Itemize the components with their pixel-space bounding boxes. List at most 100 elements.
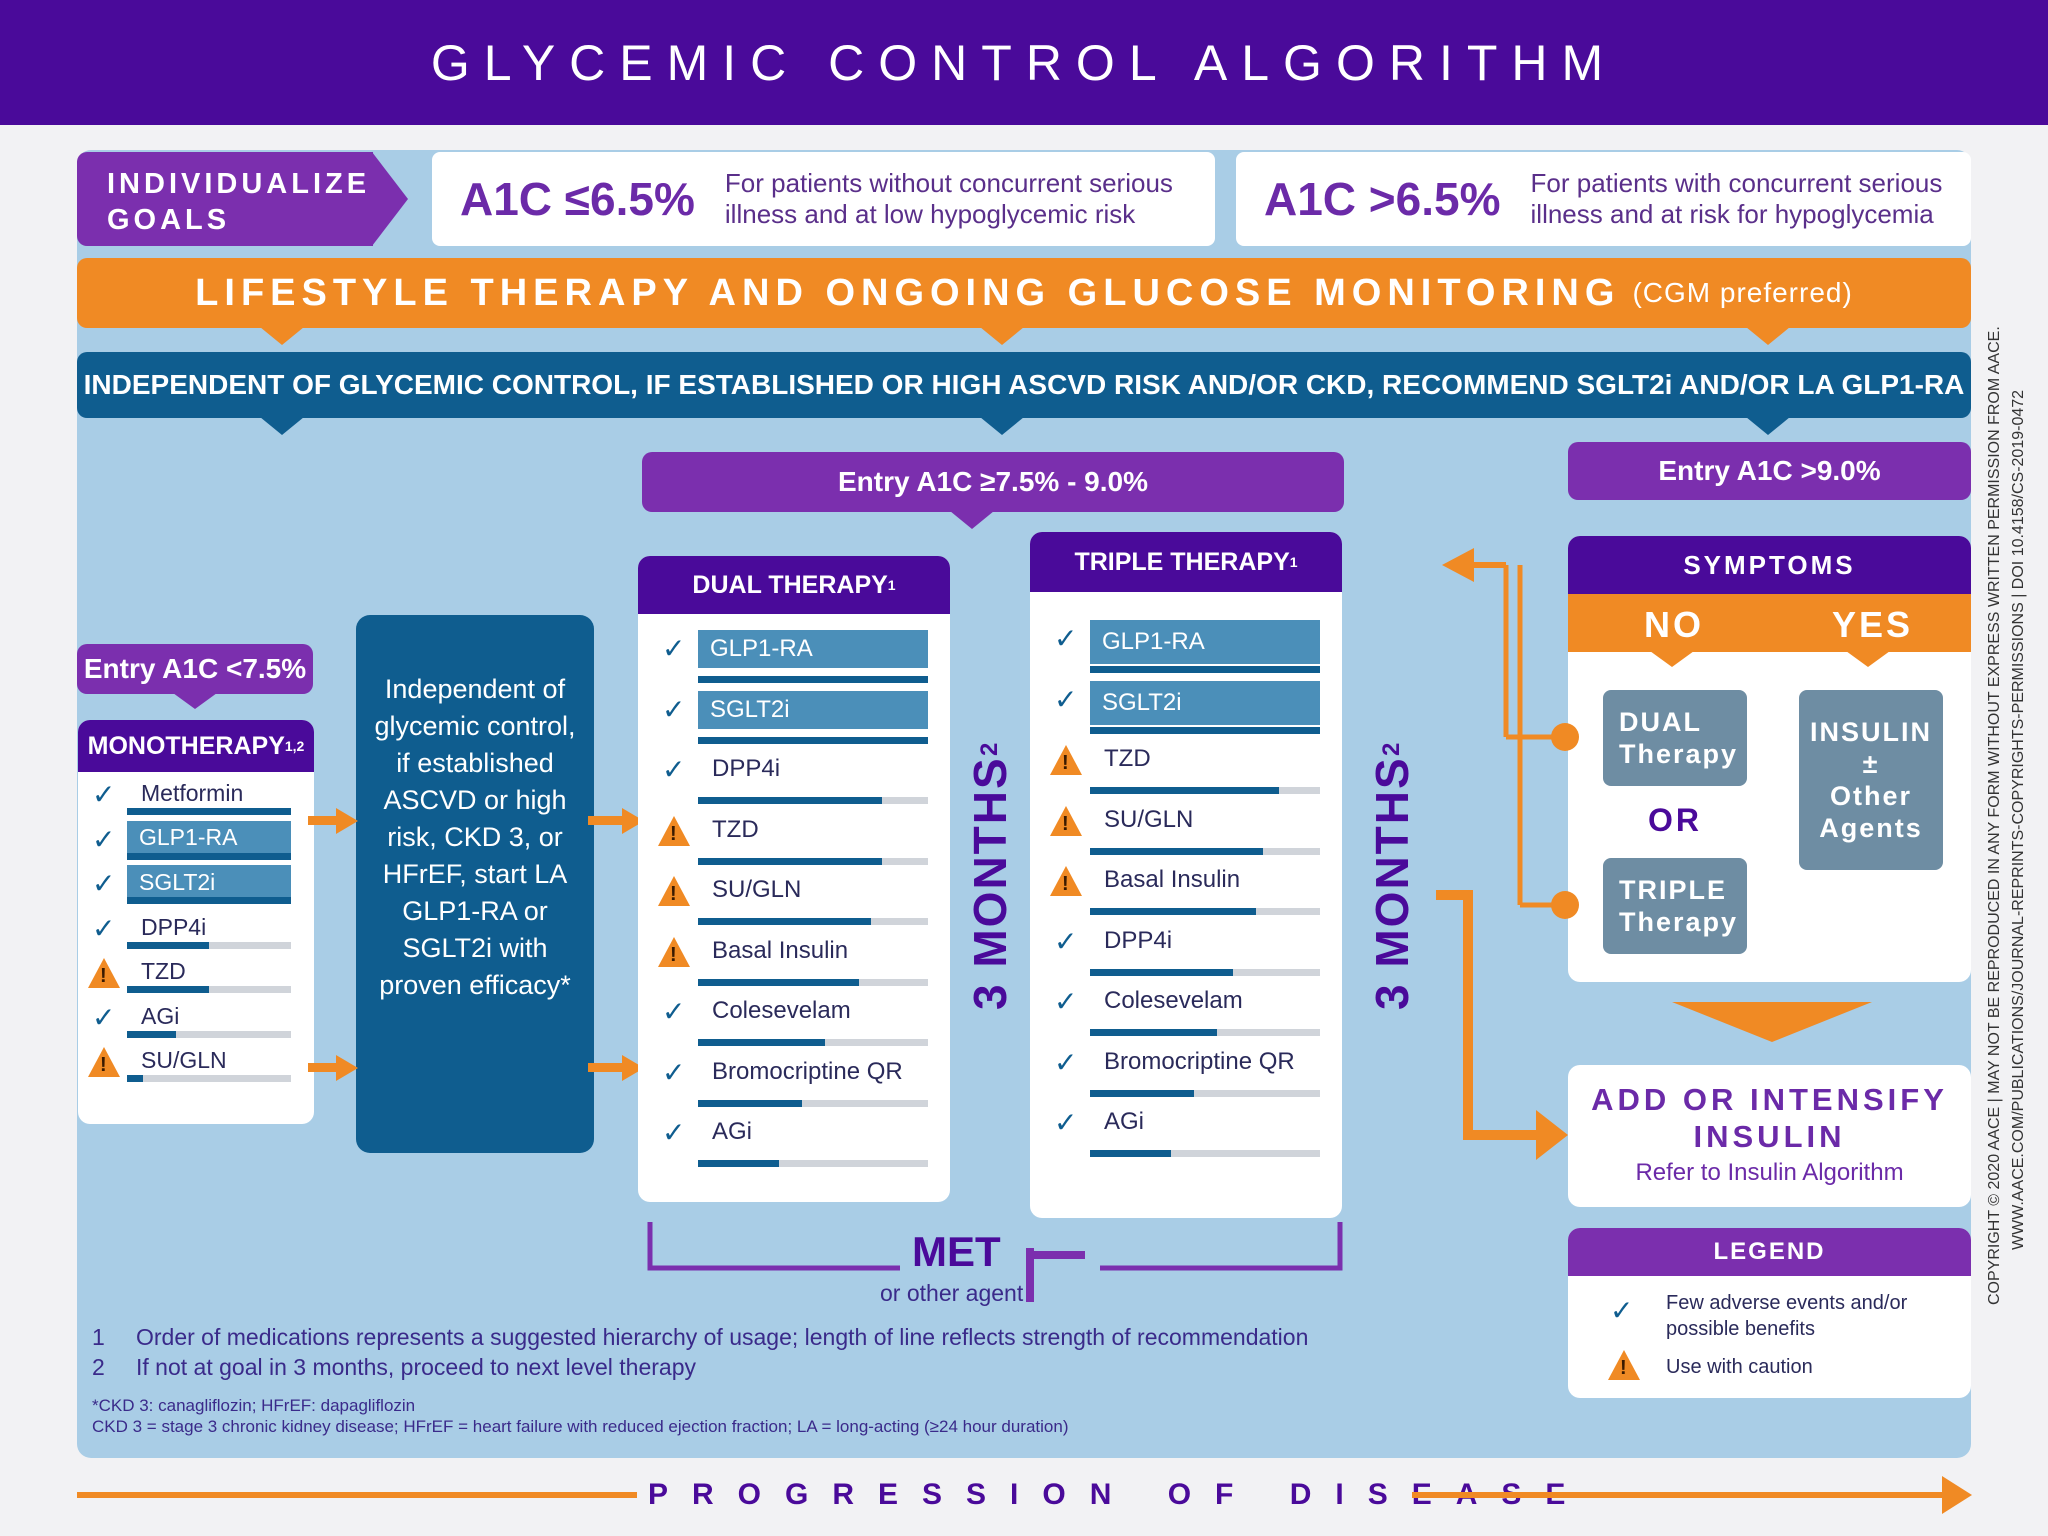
triple-sup: 1 xyxy=(1289,554,1298,570)
strength-bar-track xyxy=(698,857,928,865)
strength-bar-fill xyxy=(127,941,209,949)
individualize-goals-label: INDIVIDUALIZE GOALS xyxy=(77,152,373,246)
met-bracket xyxy=(647,1222,1343,1302)
footnote-2-text: If not at goal in 3 months, proceed to n… xyxy=(136,1354,697,1380)
indep-pointer-mid xyxy=(980,417,1024,435)
goals-label-line1: INDIVIDUALIZE xyxy=(107,168,371,200)
a1c-high-desc-line2: illness and at risk for hypoglycemia xyxy=(1530,199,1934,229)
strength-bar-fill xyxy=(698,918,871,925)
drug-label: AGi xyxy=(1104,1108,1145,1135)
warning-icon xyxy=(88,1047,120,1077)
strength-bar-track xyxy=(127,808,291,815)
page-title: GLYCEMIC CONTROL ALGORITHM xyxy=(0,0,2048,125)
progression-arrow-head xyxy=(1942,1476,1972,1514)
a1c-low-desc-line1: For patients without concurrent serious xyxy=(724,168,1173,198)
entry-a1c-high: Entry A1C >9.0% xyxy=(1568,442,1971,500)
a1c-low-goal: A1C ≤6.5% For patients without concurren… xyxy=(432,152,1215,246)
warning-icon xyxy=(658,936,690,967)
legend-check-line1: Few adverse events and/or xyxy=(1666,1292,1908,1314)
symptoms-options-bar xyxy=(1568,594,1971,652)
warning-mark: ! xyxy=(1062,752,1069,774)
no-pointer xyxy=(1650,651,1694,667)
symptoms-connectors xyxy=(1436,548,1579,1160)
warning-mark: ! xyxy=(100,1054,107,1076)
intensify-title-line1: ADD OR INTENSIFY xyxy=(1591,1082,1948,1117)
arrow-indep-to-dual-1 xyxy=(588,816,624,825)
progression-line-left xyxy=(77,1492,637,1498)
strength-bar-track xyxy=(1090,1150,1320,1157)
entry-low-pointer xyxy=(173,693,217,709)
warning-mark: ! xyxy=(670,822,677,845)
warning-icon xyxy=(658,876,690,906)
arrow-head-2 xyxy=(336,1055,358,1081)
months-sup-2: 2 xyxy=(1378,740,1405,757)
dual-sup: 1 xyxy=(887,577,896,593)
check-icon: ✓ xyxy=(92,912,116,944)
strength-bar-track xyxy=(698,736,928,744)
drug-label: DPP4i xyxy=(1104,926,1173,954)
strength-bar-track xyxy=(127,1030,291,1038)
monotherapy-title-text: MONOTHERAPY xyxy=(87,731,285,760)
copyright-line-1: COPYRIGHT © 2020 AACE | MAY NOT BE REPRO… xyxy=(1986,326,2003,1305)
lifestyle-note: (CGM preferred) xyxy=(1632,277,1853,308)
drug-label: TZD xyxy=(1104,745,1151,772)
drug-label: AGi xyxy=(712,1118,753,1145)
sym-triple-line1: TRIPLE xyxy=(1619,875,1728,905)
strength-bar-fill xyxy=(698,797,882,804)
intensify-title-line2: INSULIN xyxy=(1693,1119,1846,1154)
a1c-high-value: A1C >6.5% xyxy=(1264,173,1501,225)
sym-dual-line1: DUAL xyxy=(1619,707,1702,737)
independent-banner: INDEPENDENT OF GLYCEMIC CONTROL, IF ESTA… xyxy=(77,352,1971,418)
met-sub: or other agent xyxy=(880,1280,1024,1306)
independent-box: Independent of glycemic control, if esta… xyxy=(356,615,594,1153)
lifestyle-title: LIFESTYLE THERAPY AND ONGOING GLUCOSE MO… xyxy=(195,271,1621,314)
drug-label: GLP1-RA xyxy=(127,820,291,855)
strength-bar-fill xyxy=(1090,666,1320,673)
a1c-low-desc-line2: illness and at low hypoglycemic risk xyxy=(724,199,1136,229)
strength-bar-fill xyxy=(1090,1029,1217,1036)
check-icon: ✓ xyxy=(92,823,116,855)
check-icon: ✓ xyxy=(1054,1107,1078,1138)
check-icon: ✓ xyxy=(662,996,686,1027)
progression-line-right xyxy=(1412,1492,1942,1498)
drug-label: Colesevelam xyxy=(1104,987,1243,1014)
check-icon: ✓ xyxy=(92,1001,116,1033)
drug-label: TZD xyxy=(141,958,186,984)
strength-bar-fill xyxy=(127,1030,176,1038)
strength-bar-track xyxy=(1090,1089,1320,1097)
warning-mark: ! xyxy=(670,883,677,905)
strength-bar-fill xyxy=(127,808,291,815)
symptoms-or: OR xyxy=(1648,802,1702,838)
arrow-mono-to-indep-2 xyxy=(308,1063,338,1072)
strength-bar-fill xyxy=(127,897,291,904)
drug-label: SU/GLN xyxy=(712,876,802,903)
entry-a1c-mid: Entry A1C ≥7.5% - 9.0% xyxy=(642,452,1344,512)
strength-bar-track xyxy=(1090,847,1320,855)
a1c-high-goal: A1C >6.5% For patients with concurrent s… xyxy=(1236,152,1971,246)
strength-bar-track xyxy=(127,852,291,860)
warning-icon xyxy=(1050,866,1082,896)
strength-bar-track xyxy=(1090,666,1320,673)
a1c-low-desc: For patients without concurrent serious … xyxy=(695,168,1173,230)
strength-bar-track xyxy=(1090,908,1320,915)
drug-label: DPP4i xyxy=(712,755,781,782)
strength-bar-fill xyxy=(127,986,209,993)
drug-label: SU/GLN xyxy=(1104,805,1194,833)
strength-bar-track xyxy=(1090,787,1320,794)
footnote-star: *CKD 3: canagliflozin; HFrEF: dapagliflo… xyxy=(92,1396,416,1415)
strength-bar-track xyxy=(127,1075,291,1082)
strength-bar-fill xyxy=(698,1160,779,1167)
indep-pointer-left xyxy=(260,417,304,435)
check-icon: ✓ xyxy=(662,633,686,664)
footnote-2-num: 2 xyxy=(92,1354,105,1380)
footnote-1-text: Order of medications represents a sugges… xyxy=(136,1324,1309,1350)
yes-pointer xyxy=(1846,651,1890,667)
sym-insulin-line2: ± xyxy=(1862,749,1880,779)
intensify-insulin-box: ADD OR INTENSIFY INSULIN Refer to Insuli… xyxy=(1568,1065,1971,1207)
check-icon: ✓ xyxy=(662,754,686,785)
strength-bar-fill xyxy=(1090,847,1263,855)
months-label-1-text: 3 MONTHS xyxy=(964,756,1016,1010)
strength-bar-track xyxy=(698,1160,928,1167)
